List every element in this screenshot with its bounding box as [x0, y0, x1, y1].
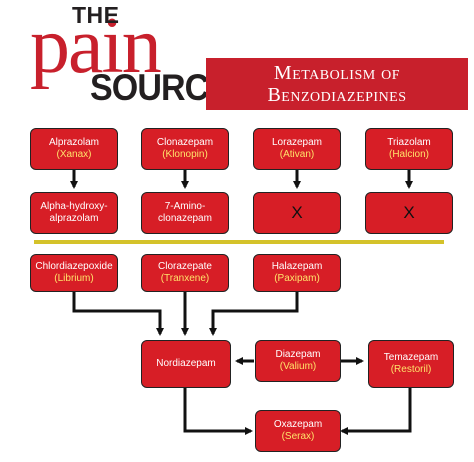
- node-chlordiazepoxide-brand: (Librium): [54, 273, 94, 284]
- node-oxazepam-name: Oxazepam: [273, 419, 323, 430]
- node-temazepam: Temazepam (Restoril): [368, 340, 454, 388]
- node-nordiazepam: Nordiazepam: [141, 340, 231, 388]
- node-diazepam-name: Diazepam: [275, 349, 321, 360]
- node-triazolam-name: Triazolam: [387, 137, 431, 148]
- node-lorazepam-brand: (Ativan): [279, 149, 315, 160]
- node-lorazepam-name: Lorazepam: [271, 137, 323, 148]
- node-chlordiazepoxide-name: Chlordiazepoxide: [35, 261, 113, 272]
- node-triazolam-no-metabolite: X: [365, 192, 453, 234]
- node-clonazepam-brand: (Klonopin): [162, 149, 208, 160]
- metabolite-alprazolam-line1: Alpha-hydroxy-: [40, 201, 108, 212]
- node-lorazepam: Lorazepam (Ativan): [253, 128, 341, 170]
- node-alprazolam-name: Alprazolam: [48, 137, 100, 148]
- node-halazepam-name: Halazepam: [271, 261, 323, 272]
- node-clorazepate-name: Clorazepate: [158, 261, 212, 272]
- arrow-halazepam-nordiazepam: [209, 292, 299, 336]
- node-clorazepate-brand: (Tranxene): [160, 273, 210, 284]
- arrow-temazepam-oxazepam: [340, 388, 412, 435]
- arrow-chlordiazepoxide-nordiazepam: [72, 292, 164, 336]
- node-diazepam: Diazepam (Valium): [255, 340, 341, 382]
- title-line-1: Metabolism of: [273, 62, 401, 84]
- x-mark-triazolam: X: [403, 203, 415, 222]
- node-alprazolam: Alprazolam (Xanax): [30, 128, 118, 170]
- node-alprazolam-brand: (Xanax): [56, 149, 92, 160]
- node-triazolam-brand: (Halcion): [388, 149, 429, 160]
- logo-the-text: THE: [72, 2, 120, 28]
- node-7-aminoclonazepam: 7-Amino- clonazepam: [141, 192, 229, 234]
- metabolite-alprazolam-line2: alprazolam: [49, 213, 99, 224]
- title-banner: Metabolism of Benzodiazepines: [206, 58, 468, 110]
- node-chlordiazepoxide: Chlordiazepoxide (Librium): [30, 254, 118, 292]
- node-lorazepam-no-metabolite: X: [253, 192, 341, 234]
- logo-pain-text: pain: [30, 2, 162, 90]
- node-clonazepam: Clonazepam (Klonopin): [141, 128, 229, 170]
- node-triazolam: Triazolam (Halcion): [365, 128, 453, 170]
- metabolite-clonazepam-line2: clonazepam: [158, 213, 212, 224]
- node-oxazepam: Oxazepam (Serax): [255, 410, 341, 452]
- node-oxazepam-brand: (Serax): [281, 431, 315, 442]
- node-halazepam-brand: (Paxipam): [274, 273, 320, 284]
- node-clonazepam-name: Clonazepam: [156, 137, 214, 148]
- section-divider: [34, 240, 444, 244]
- node-temazepam-name: Temazepam: [383, 352, 439, 363]
- node-diazepam-brand: (Valium): [279, 361, 317, 372]
- node-clorazepate: Clorazepate (Tranxene): [141, 254, 229, 292]
- x-mark-lorazepam: X: [291, 203, 303, 222]
- node-alpha-hydroxyalprazolam: Alpha-hydroxy- alprazolam: [30, 192, 118, 234]
- metabolite-clonazepam-line1: 7-Amino-: [164, 201, 206, 212]
- node-temazepam-brand: (Restoril): [390, 364, 432, 375]
- node-halazepam: Halazepam (Paxipam): [253, 254, 341, 292]
- title-line-2: Benzodiazepines: [267, 84, 407, 106]
- node-nordiazepam-name: Nordiazepam: [156, 358, 216, 369]
- arrow-nordiazepam-oxazepam: [183, 388, 253, 435]
